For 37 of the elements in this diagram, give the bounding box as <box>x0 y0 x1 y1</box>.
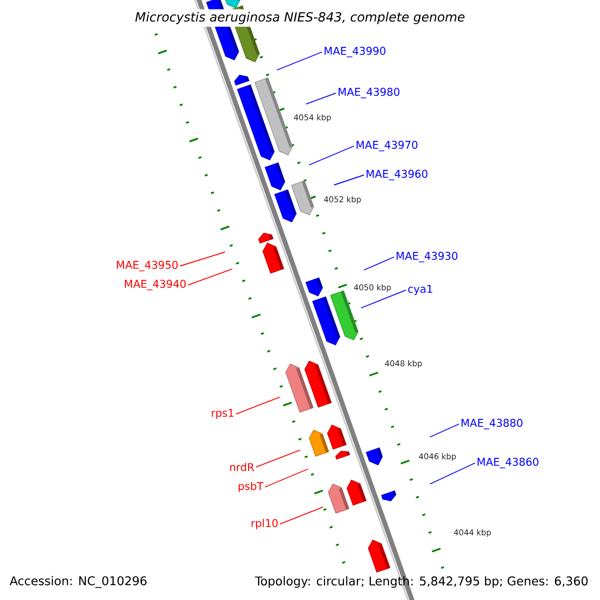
gene-label: MAE_43940 <box>124 280 186 290</box>
footer-text: Accession: NC_010296 <box>10 576 146 588</box>
title: Microcystis aeruginosa NIES-843, complete genome <box>132 9 468 27</box>
leader-line <box>280 506 324 524</box>
gene-label: MAE_43980 <box>338 88 400 98</box>
gene-label: MAE_43880 <box>462 418 522 430</box>
leader-line <box>360 290 406 308</box>
leader-line <box>306 92 336 104</box>
leader-line <box>364 256 394 270</box>
leader-line <box>256 450 300 468</box>
scale-label: 4052 kbp <box>324 196 361 204</box>
scale-label: 4048 kbp <box>385 360 422 368</box>
gene-label: nrdR <box>230 462 254 472</box>
gene-label: MAE_43960 <box>366 170 428 180</box>
leader-line <box>308 146 354 166</box>
leader-line <box>334 174 364 186</box>
footer-text: Topology: circular; Length: 5,842,795 bp; Genes: 6,360 <box>254 576 588 588</box>
gene-label: rps1 <box>212 409 234 419</box>
leader-line <box>430 424 460 438</box>
gene-label: MAE_43970 <box>356 140 418 152</box>
gene-label: MAE_43860 <box>478 458 538 468</box>
leader-line <box>180 252 226 266</box>
gene-label: cya1 <box>408 285 432 295</box>
gene-label: MAE_43930 <box>396 252 458 262</box>
gene-label: MAE_43950 <box>116 260 178 272</box>
scale-label: 4046 kbp <box>419 453 456 461</box>
leader-line <box>236 396 280 414</box>
leader-line <box>188 268 232 286</box>
scale-label: 4050 kbp <box>354 284 391 292</box>
leader-line <box>264 468 308 488</box>
gene-label: MAE_43990 <box>324 46 386 58</box>
gene-label: rpl10 <box>252 518 278 530</box>
leader-line <box>430 462 476 484</box>
scale-label: 4054 kbp <box>294 114 331 122</box>
gene-label: psbT <box>238 482 264 492</box>
leader-line <box>276 52 322 70</box>
scale-label: 4044 kbp <box>454 529 491 537</box>
